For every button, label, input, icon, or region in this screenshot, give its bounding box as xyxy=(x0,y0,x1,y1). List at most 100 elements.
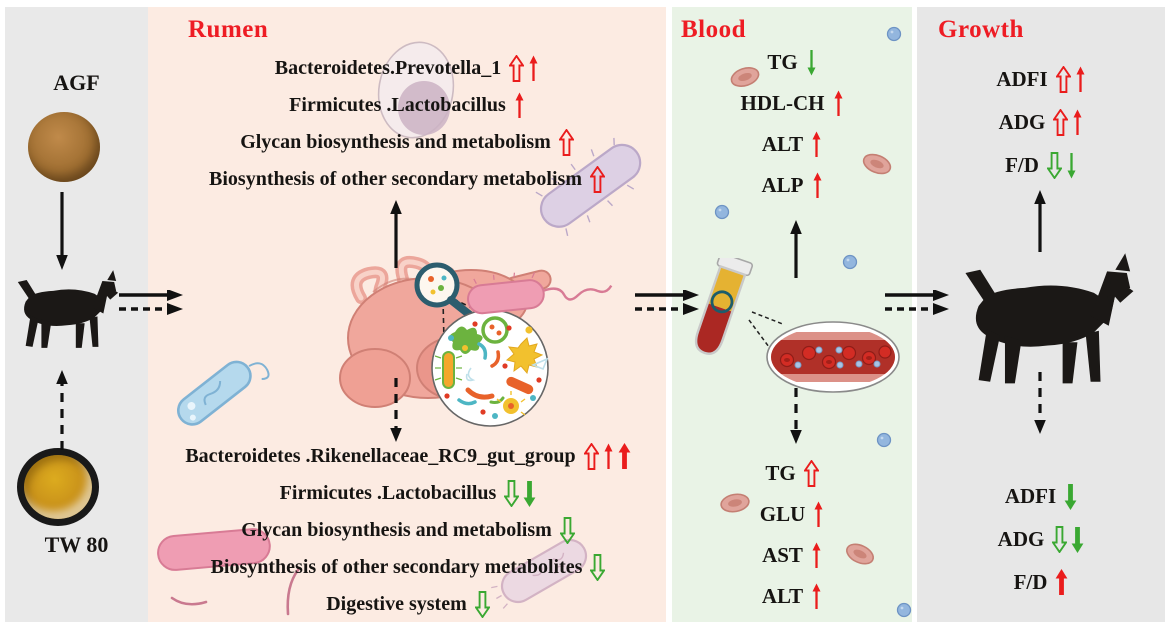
dashed-arrow-tw80-to-goat xyxy=(56,370,68,450)
arrow-group xyxy=(1052,526,1084,553)
thin-up-arrow-red-icon xyxy=(811,583,822,610)
arrow-group xyxy=(811,583,822,610)
arrow-group xyxy=(509,55,539,82)
arrow-group xyxy=(813,501,824,528)
red-blood-cell-icon xyxy=(862,153,892,175)
red-blood-cell-icon xyxy=(720,493,750,513)
arrow-blood-up xyxy=(790,220,802,278)
indicator-row: Digestive system xyxy=(150,586,666,623)
blood-title: Blood xyxy=(681,16,747,43)
lavender-rod-bacterium-bottom-icon xyxy=(491,538,588,609)
blood-up-list: TG HDL-CH ALT ALP xyxy=(672,42,912,206)
hollow-up-arrow-red-icon xyxy=(1053,109,1069,136)
hollow-up-arrow-red-icon xyxy=(583,443,599,470)
indicator-label: ADFI xyxy=(1004,484,1057,508)
blue-cell-icon xyxy=(886,26,902,42)
arrow-group xyxy=(806,49,817,76)
arrow-group xyxy=(811,542,822,569)
arrow-group xyxy=(1053,109,1083,136)
arrow-group xyxy=(583,443,631,470)
hollow-up-arrow-red-icon xyxy=(803,460,819,487)
arrow-group xyxy=(1055,569,1068,596)
indicator-row: Glycan biosynthesis and metabolism xyxy=(150,512,666,549)
indicator-label: Bacteroidetes .Rikenellaceae_RC9_gut_gro… xyxy=(185,445,576,467)
arrow-group xyxy=(514,92,525,119)
thick-up-arrow-red-icon xyxy=(1055,569,1068,596)
hollow-up-arrow-red-icon xyxy=(558,129,574,156)
arrow-agf-to-goat xyxy=(56,192,68,270)
arrow-group xyxy=(504,480,536,507)
tw80-image xyxy=(17,448,99,526)
arrow-group xyxy=(833,90,844,117)
red-blood-cell-icon xyxy=(846,543,874,565)
indicator-row: AST xyxy=(672,535,912,576)
rumen-title: Rumen xyxy=(188,16,269,43)
indicator-row: ADFI xyxy=(917,475,1165,518)
indicator-label: F/D xyxy=(1013,570,1048,594)
goat-image xyxy=(17,270,119,348)
blue-cell-icon xyxy=(896,602,912,618)
thick-down-arrow-green-icon xyxy=(1064,483,1077,510)
indicator-label: TG xyxy=(765,461,796,485)
red-blood-cell-icon xyxy=(730,67,760,87)
arrow-group xyxy=(474,591,490,618)
indicator-row: HDL-CH xyxy=(672,83,912,124)
pink-rod-bacterium-bottom-icon xyxy=(157,528,300,616)
indicator-label: ALP xyxy=(761,173,804,197)
indicator-row: F/D xyxy=(917,561,1165,604)
growth-down-list: ADFI ADG F/D xyxy=(917,475,1165,604)
arrow-group xyxy=(812,172,823,199)
thin-up-arrow-red-icon xyxy=(833,90,844,117)
thin-up-arrow-red-icon xyxy=(812,172,823,199)
thin-up-arrow-red-icon xyxy=(811,131,822,158)
hollow-down-arrow-green-icon xyxy=(474,591,490,618)
blue-cell-icon xyxy=(842,254,858,270)
indicator-label: Digestive system xyxy=(326,593,467,615)
flow-arrows-blood-to-growth xyxy=(885,290,949,315)
indicator-label: ADG xyxy=(998,110,1046,134)
tw80-label: TW 80 xyxy=(44,532,109,557)
blue-rod-bacterium-icon xyxy=(176,360,270,426)
indicator-label: Biosynthesis of other secondary metaboli… xyxy=(209,168,582,190)
arrow-group xyxy=(1055,66,1086,93)
thick-down-arrow-green-icon xyxy=(1071,526,1084,553)
indicator-row: Bacteroidetes .Rikenellaceae_RC9_gut_gro… xyxy=(150,438,666,475)
hollow-up-arrow-red-icon xyxy=(1055,66,1071,93)
indicator-label: Firmicutes .Lactobacillus xyxy=(279,482,497,504)
thick-up-arrow-red-icon xyxy=(618,443,631,470)
indicator-label: Glycan biosynthesis and metabolism xyxy=(241,519,552,541)
indicator-label: ADG xyxy=(997,527,1045,551)
indicator-row: ADFI xyxy=(917,58,1165,101)
indicator-label: Firmicutes .Lactobacillus xyxy=(289,94,506,116)
dashed-arrow-blood-down xyxy=(790,388,802,444)
arrow-group xyxy=(559,517,575,544)
thin-down-arrow-green-icon xyxy=(1066,152,1077,179)
arrow-group xyxy=(590,554,606,581)
indicator-label: TG xyxy=(767,50,798,74)
hollow-down-arrow-green-icon xyxy=(559,517,575,544)
indicator-label: ALT xyxy=(761,132,804,156)
indicator-row: ALT xyxy=(672,576,912,617)
indicator-label: Bacteroidetes.Prevotella_1 xyxy=(274,57,502,79)
indicator-row: F/D xyxy=(917,144,1165,187)
thin-up-arrow-red-icon xyxy=(603,443,614,470)
indicator-label: Glycan biosynthesis and metabolism xyxy=(240,131,551,153)
hollow-up-arrow-red-icon xyxy=(509,55,525,82)
indicator-row: Firmicutes .Lactobacillus xyxy=(148,87,666,124)
oval-microbe-icon xyxy=(377,41,455,139)
thin-up-arrow-red-icon xyxy=(813,501,824,528)
arrow-group xyxy=(803,460,819,487)
hollow-up-arrow-red-icon xyxy=(589,166,605,193)
growth-up-list: ADFI ADG F/D xyxy=(917,58,1165,187)
dashed-arrow-rumen-down xyxy=(390,378,402,442)
lavender-rod-bacterium-icon xyxy=(535,137,642,237)
arrow-group xyxy=(589,166,605,193)
indicator-label: GLU xyxy=(759,502,806,526)
indicator-row: Bacteroidetes.Prevotella_1 xyxy=(148,50,666,87)
thin-up-arrow-red-icon xyxy=(1072,109,1083,136)
thin-up-arrow-red-icon xyxy=(514,92,525,119)
indicator-label: ALT xyxy=(761,584,804,608)
arrow-growth-up xyxy=(1034,190,1046,252)
indicator-row: Firmicutes .Lactobacillus xyxy=(150,475,666,512)
